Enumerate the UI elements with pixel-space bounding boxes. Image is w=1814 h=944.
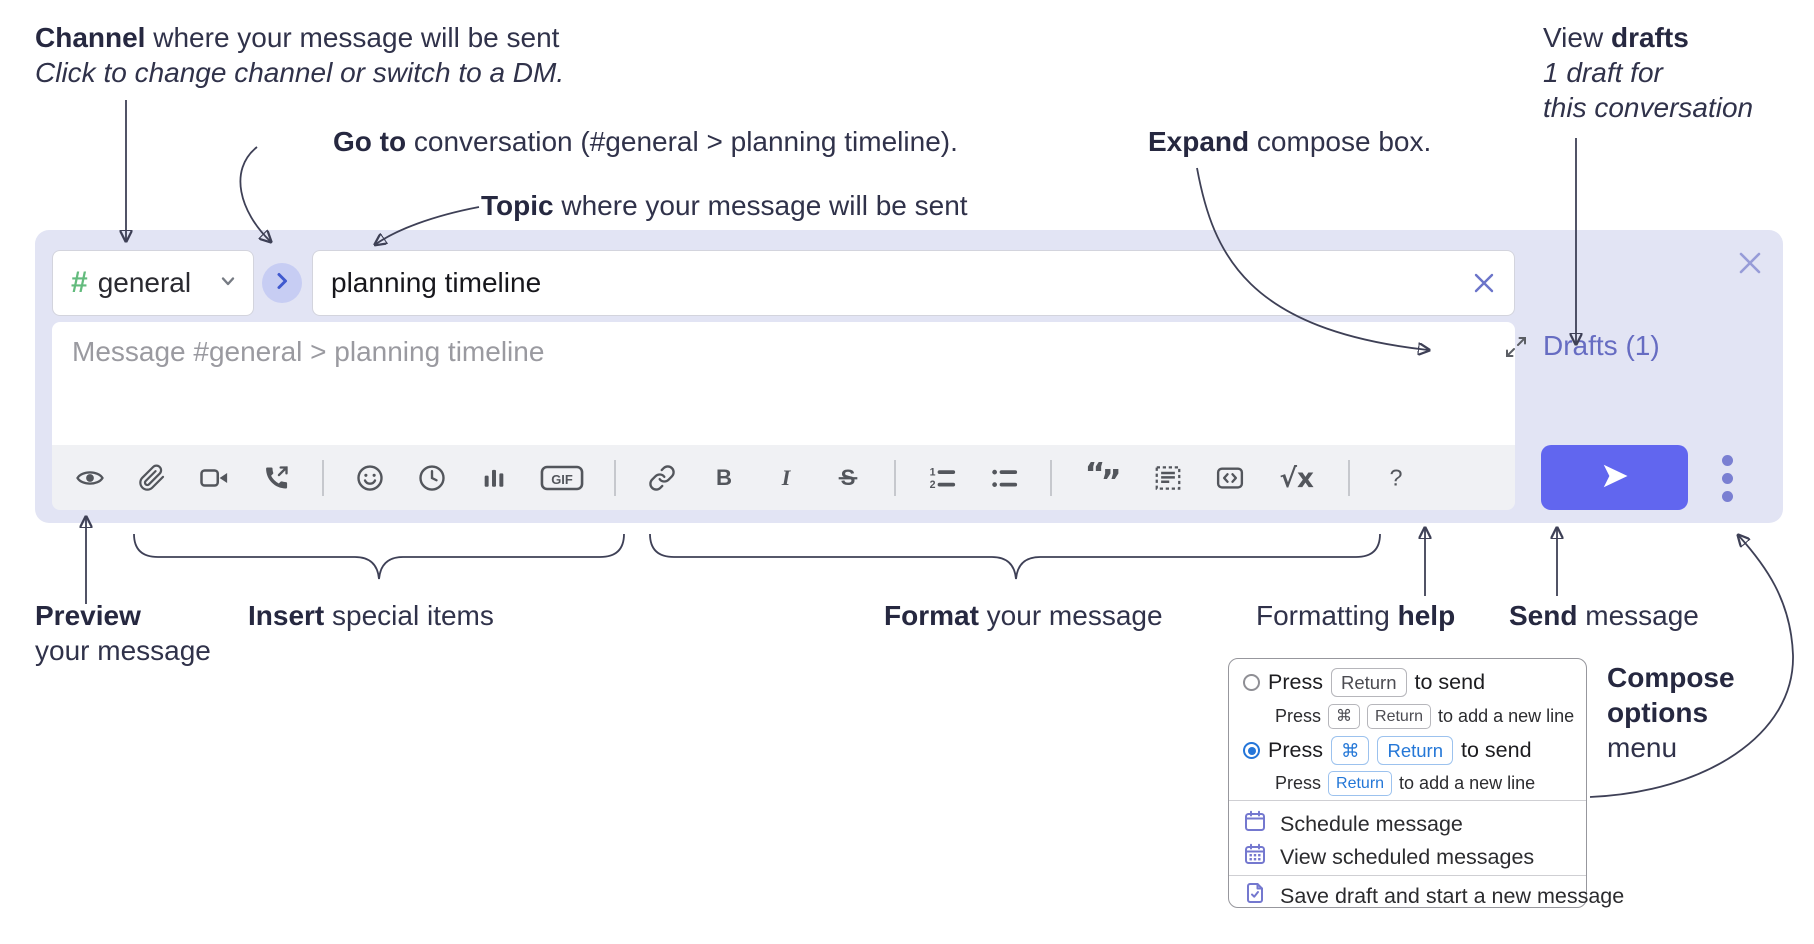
toolbar-divider (1050, 459, 1052, 496)
insert-annotation: Insert special items (248, 600, 494, 631)
calendar-grid-icon (1243, 842, 1267, 872)
chevron-right-icon (271, 270, 293, 297)
svg-text:”: ” (1101, 462, 1122, 493)
option-text: to send (1461, 738, 1532, 762)
option-text: Press (1268, 738, 1323, 762)
topic-input[interactable] (312, 250, 1515, 316)
option-text: Press (1268, 670, 1323, 694)
return-key: Return (1367, 704, 1432, 729)
chevron-down-icon (217, 270, 239, 297)
enter-sends-subtext: Press ⌘ Return to add a new line (1275, 704, 1574, 729)
cmd-key: ⌘ (1328, 704, 1361, 729)
poll-icon[interactable] (478, 462, 510, 494)
channel-annotation: Channel where your message will be sent … (35, 22, 565, 88)
spoiler-icon[interactable] (1152, 462, 1184, 494)
goto-annotation: Go to conversation (#general > planning … (333, 126, 958, 157)
gif-icon[interactable]: GIF (540, 462, 584, 494)
enter-sends-option[interactable]: Press Return to send (1243, 668, 1485, 697)
cmd-key: ⌘ (1330, 736, 1370, 765)
svg-text:I: I (781, 465, 792, 490)
svg-text:2: 2 (930, 479, 936, 491)
option-text: to send (1414, 670, 1486, 694)
format-annotation: Format your message (884, 600, 1163, 631)
menu-item-label: Save draft and start a new message (1280, 883, 1625, 908)
toolbar-divider (322, 459, 324, 496)
toolbar-divider (614, 459, 616, 496)
return-key: Return (1377, 736, 1453, 765)
cmd-enter-sends-option[interactable]: Press ⌘ Return to send (1243, 736, 1532, 765)
calendar-icon (1243, 809, 1267, 839)
drafts-link[interactable]: Drafts (1) (1543, 330, 1660, 361)
svg-text:1: 1 (930, 466, 936, 478)
cmd-enter-sends-subtext: Press Return to add a new line (1275, 771, 1535, 796)
preview-icon[interactable] (74, 462, 106, 494)
code-icon[interactable] (1214, 462, 1246, 494)
time-icon[interactable] (416, 462, 448, 494)
message-input[interactable] (52, 322, 1515, 445)
return-key: Return (1328, 771, 1393, 796)
compose-options-popup: Press Return to send Press ⌘ Return to a… (1228, 658, 1624, 908)
compose-options-annotation: Compose options menu (1607, 662, 1735, 763)
link-icon[interactable] (646, 462, 678, 494)
toolbar-divider (1348, 459, 1350, 496)
hash-icon: # (71, 266, 88, 299)
compose-box: # general (35, 230, 1783, 523)
send-button[interactable] (1541, 445, 1688, 510)
menu-item-label: Schedule message (1280, 811, 1463, 836)
svg-text:?: ? (1390, 464, 1403, 490)
attach-file-icon[interactable] (136, 462, 168, 494)
radio-selected-icon[interactable] (1243, 742, 1260, 759)
go-to-conversation-button[interactable] (262, 263, 302, 303)
numbered-list-icon[interactable]: 1 2 (926, 462, 958, 494)
topic-annotation: Topic where your message will be sent (481, 190, 968, 221)
bulleted-list-icon[interactable] (988, 462, 1020, 494)
return-key: Return (1330, 668, 1407, 697)
popup-divider (1229, 800, 1586, 801)
svg-text:√x: √x (1280, 463, 1315, 492)
video-call-icon[interactable] (198, 462, 230, 494)
menu-item-label: View scheduled messages (1280, 844, 1535, 869)
close-compose-icon[interactable] (1733, 246, 1767, 280)
quote-icon[interactable]: “ ” (1082, 462, 1122, 494)
clear-topic-icon[interactable] (1467, 266, 1501, 300)
brace-insert (133, 533, 625, 580)
bold-icon[interactable]: B (708, 462, 740, 494)
save-draft-item[interactable]: Save draft and start a new message (1243, 881, 1624, 911)
math-icon[interactable]: √x (1276, 462, 1318, 494)
line-goto (239, 146, 270, 241)
drafts-annotation: View drafts 1 draft for this conversatio… (1543, 22, 1754, 123)
preview-annotation: Preview your message (35, 600, 211, 666)
italic-icon[interactable]: I (770, 462, 802, 494)
toolbar-divider (894, 459, 896, 496)
message-formatting-help-icon[interactable]: ? (1380, 462, 1412, 494)
channel-name: general (97, 267, 192, 298)
brace-format (649, 533, 1381, 580)
document-check-icon (1243, 881, 1267, 911)
emoji-icon[interactable] (354, 462, 386, 494)
popup-divider (1229, 875, 1586, 876)
formatting-help-annotation: Formatting help (1256, 600, 1456, 631)
send-icon (1598, 461, 1632, 494)
strikethrough-icon[interactable]: S (832, 462, 864, 494)
send-annotation: Send message (1509, 600, 1699, 631)
voice-call-icon[interactable] (260, 462, 292, 494)
svg-text:GIF: GIF (551, 471, 573, 486)
channel-selector-button[interactable]: # general (52, 250, 254, 316)
compose-options-menu-button[interactable] (1707, 448, 1747, 508)
expand-compose-icon[interactable] (1503, 334, 1533, 364)
compose-toolbar: GIF B I S (52, 445, 1515, 510)
schedule-message-item[interactable]: Schedule message (1243, 809, 1463, 839)
expand-annotation: Expand compose box. (1148, 126, 1432, 157)
radio-unselected-icon[interactable] (1243, 674, 1260, 691)
svg-text:“: “ (1085, 462, 1106, 493)
svg-text:B: B (716, 465, 732, 490)
view-scheduled-messages-item[interactable]: View scheduled messages (1243, 842, 1534, 872)
